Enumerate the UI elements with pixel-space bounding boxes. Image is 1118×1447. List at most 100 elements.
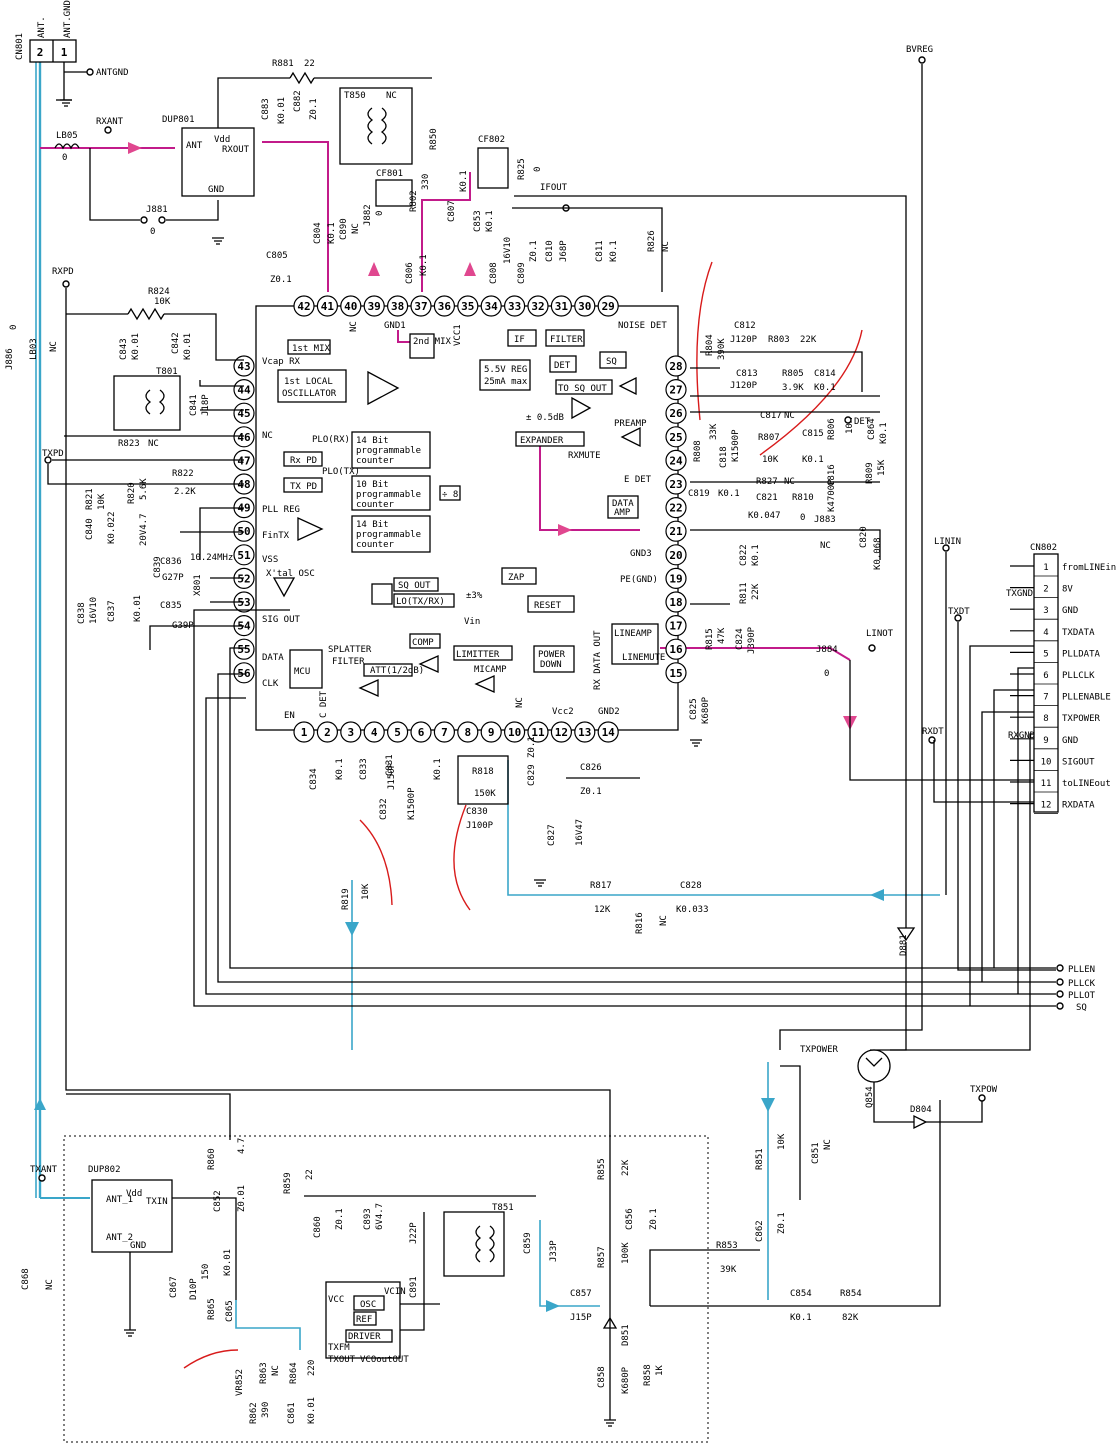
ic-pin: 22 [665, 497, 687, 519]
svg-text:J886: J886 [5, 348, 15, 370]
svg-text:1st MIX: 1st MIX [292, 344, 331, 354]
svg-text:C840: C840 [85, 518, 95, 540]
svg-text:counter: counter [356, 456, 395, 466]
cn802-pin-number: 1 [1043, 563, 1048, 573]
svg-text:±3%: ±3% [466, 591, 483, 601]
svg-text:C839: C839 [153, 556, 163, 578]
svg-text:390: 390 [261, 1402, 271, 1418]
svg-text:DOWN: DOWN [540, 660, 562, 670]
svg-text:ANT_2: ANT_2 [106, 1233, 133, 1243]
svg-text:EXPANDER: EXPANDER [520, 436, 564, 446]
svg-text:C821: C821 [756, 493, 778, 503]
svg-text:PE(GND): PE(GND) [620, 575, 658, 585]
svg-text:12: 12 [555, 726, 568, 739]
net-det: DET [854, 417, 871, 427]
svg-text:C841: C841 [189, 394, 199, 416]
svg-text:Z0.1: Z0.1 [309, 98, 319, 120]
svg-text:20: 20 [669, 549, 682, 562]
svg-text:POWER: POWER [538, 650, 566, 660]
svg-text:31: 31 [555, 300, 569, 313]
svg-text:VCOoutOUT: VCOoutOUT [360, 1355, 409, 1365]
cn802-pin-number: 8 [1043, 714, 1048, 724]
svg-text:46: 46 [237, 431, 251, 444]
ic-pin: 14 [597, 721, 619, 743]
svg-text:34: 34 [485, 300, 499, 313]
svg-text:19: 19 [669, 572, 682, 585]
cn802-pin-number: 11 [1041, 779, 1052, 789]
svg-text:C854: C854 [790, 1289, 812, 1299]
net-txpow: TXPOW [970, 1085, 998, 1095]
svg-text:J390P: J390P [747, 626, 757, 654]
cn802-pin-row: 5 PLLDATA [1010, 649, 1101, 663]
svg-text:R825: R825 [517, 158, 527, 180]
cn802-pin-row: 8 TXPOWER [1010, 714, 1101, 728]
svg-text:C864: C864 [867, 418, 877, 440]
svg-text:VCC: VCC [328, 1295, 344, 1305]
block-tx-pd: TX PD [283, 477, 323, 493]
svg-text:VSS: VSS [262, 555, 278, 565]
svg-text:16V10: 16V10 [503, 237, 513, 264]
svg-text:K0.1: K0.1 [485, 210, 495, 232]
svg-text:16V10: 16V10 [89, 597, 99, 624]
svg-text:C822: C822 [739, 544, 749, 566]
svg-text:R858: R858 [643, 1364, 653, 1386]
cn802-pin-number: 6 [1043, 671, 1048, 681]
svg-text:10: 10 [508, 726, 521, 739]
svg-text:NOISE DET: NOISE DET [618, 321, 667, 331]
svg-text:÷ 8: ÷ 8 [442, 490, 458, 500]
svg-text:D881: D881 [899, 934, 909, 956]
svg-text:TX PD: TX PD [290, 482, 317, 492]
svg-text:26: 26 [669, 407, 683, 420]
svg-text:K0.01: K0.01 [277, 97, 287, 124]
ic-pin: 37 [410, 295, 432, 317]
svg-text:C824: C824 [735, 628, 745, 650]
t850-transformer: T850 NC [339, 87, 413, 165]
svg-text:R821: R821 [85, 488, 95, 510]
cn802-pin-label: PLLDATA [1062, 649, 1101, 659]
svg-text:NC: NC [349, 321, 359, 332]
svg-text:17: 17 [669, 620, 682, 633]
ic-pin: 50 [233, 520, 255, 542]
svg-text:1K: 1K [655, 1365, 665, 1376]
svg-text:C829: C829 [527, 764, 537, 786]
svg-text:K0.1: K0.1 [609, 240, 619, 262]
cn802-pin-number: 5 [1043, 649, 1048, 659]
tx-vco-ic: OSC REF DRIVER VCC VCIN TXFM TXOUT VCOou… [325, 1281, 409, 1365]
svg-text:K0.033: K0.033 [676, 905, 709, 915]
svg-text:C861: C861 [287, 1402, 297, 1424]
svg-text:5.5V REG: 5.5V REG [484, 365, 527, 375]
svg-text:EN: EN [284, 711, 295, 721]
svg-text:R802: R802 [409, 190, 419, 212]
svg-text:0: 0 [800, 513, 805, 523]
cn801-connector: 2 1 CN801 ANT. ANT.GND [15, 0, 77, 63]
ic-pin: 27 [665, 379, 687, 401]
svg-text:RESET: RESET [534, 601, 562, 611]
svg-text:0: 0 [150, 227, 155, 237]
svg-text:R824: R824 [148, 287, 170, 297]
svg-text:PLLOT: PLLOT [1068, 991, 1096, 1001]
ic-pin: 34 [480, 295, 502, 317]
svg-text:NC: NC [49, 341, 59, 352]
svg-text:10K: 10K [97, 493, 107, 510]
cn802-pin-label: TXPOWER [1062, 714, 1101, 724]
svg-text:1: 1 [301, 726, 308, 739]
dup801: DUP801 ANT Vdd RXOUT GND [162, 115, 255, 197]
svg-text:Vcc2: Vcc2 [552, 707, 574, 717]
svg-text:TXFM: TXFM [328, 1343, 350, 1353]
svg-text:R820: R820 [127, 482, 137, 504]
svg-text:20V4.7: 20V4.7 [139, 513, 149, 546]
svg-text:ANT: ANT [186, 141, 203, 151]
svg-text:NC: NC [661, 241, 671, 252]
ic-pin: 6 [410, 721, 432, 743]
svg-text:Z0.1: Z0.1 [527, 736, 537, 758]
svg-text:54: 54 [237, 620, 251, 633]
svg-text:R822: R822 [172, 469, 194, 479]
svg-text:Z0.1: Z0.1 [580, 787, 602, 797]
svg-text:LO(TX/RX): LO(TX/RX) [396, 597, 445, 607]
svg-text:C819: C819 [688, 489, 710, 499]
svg-text:K0.068: K0.068 [873, 537, 883, 570]
cn802-pin-label: toLINEout [1062, 779, 1111, 789]
